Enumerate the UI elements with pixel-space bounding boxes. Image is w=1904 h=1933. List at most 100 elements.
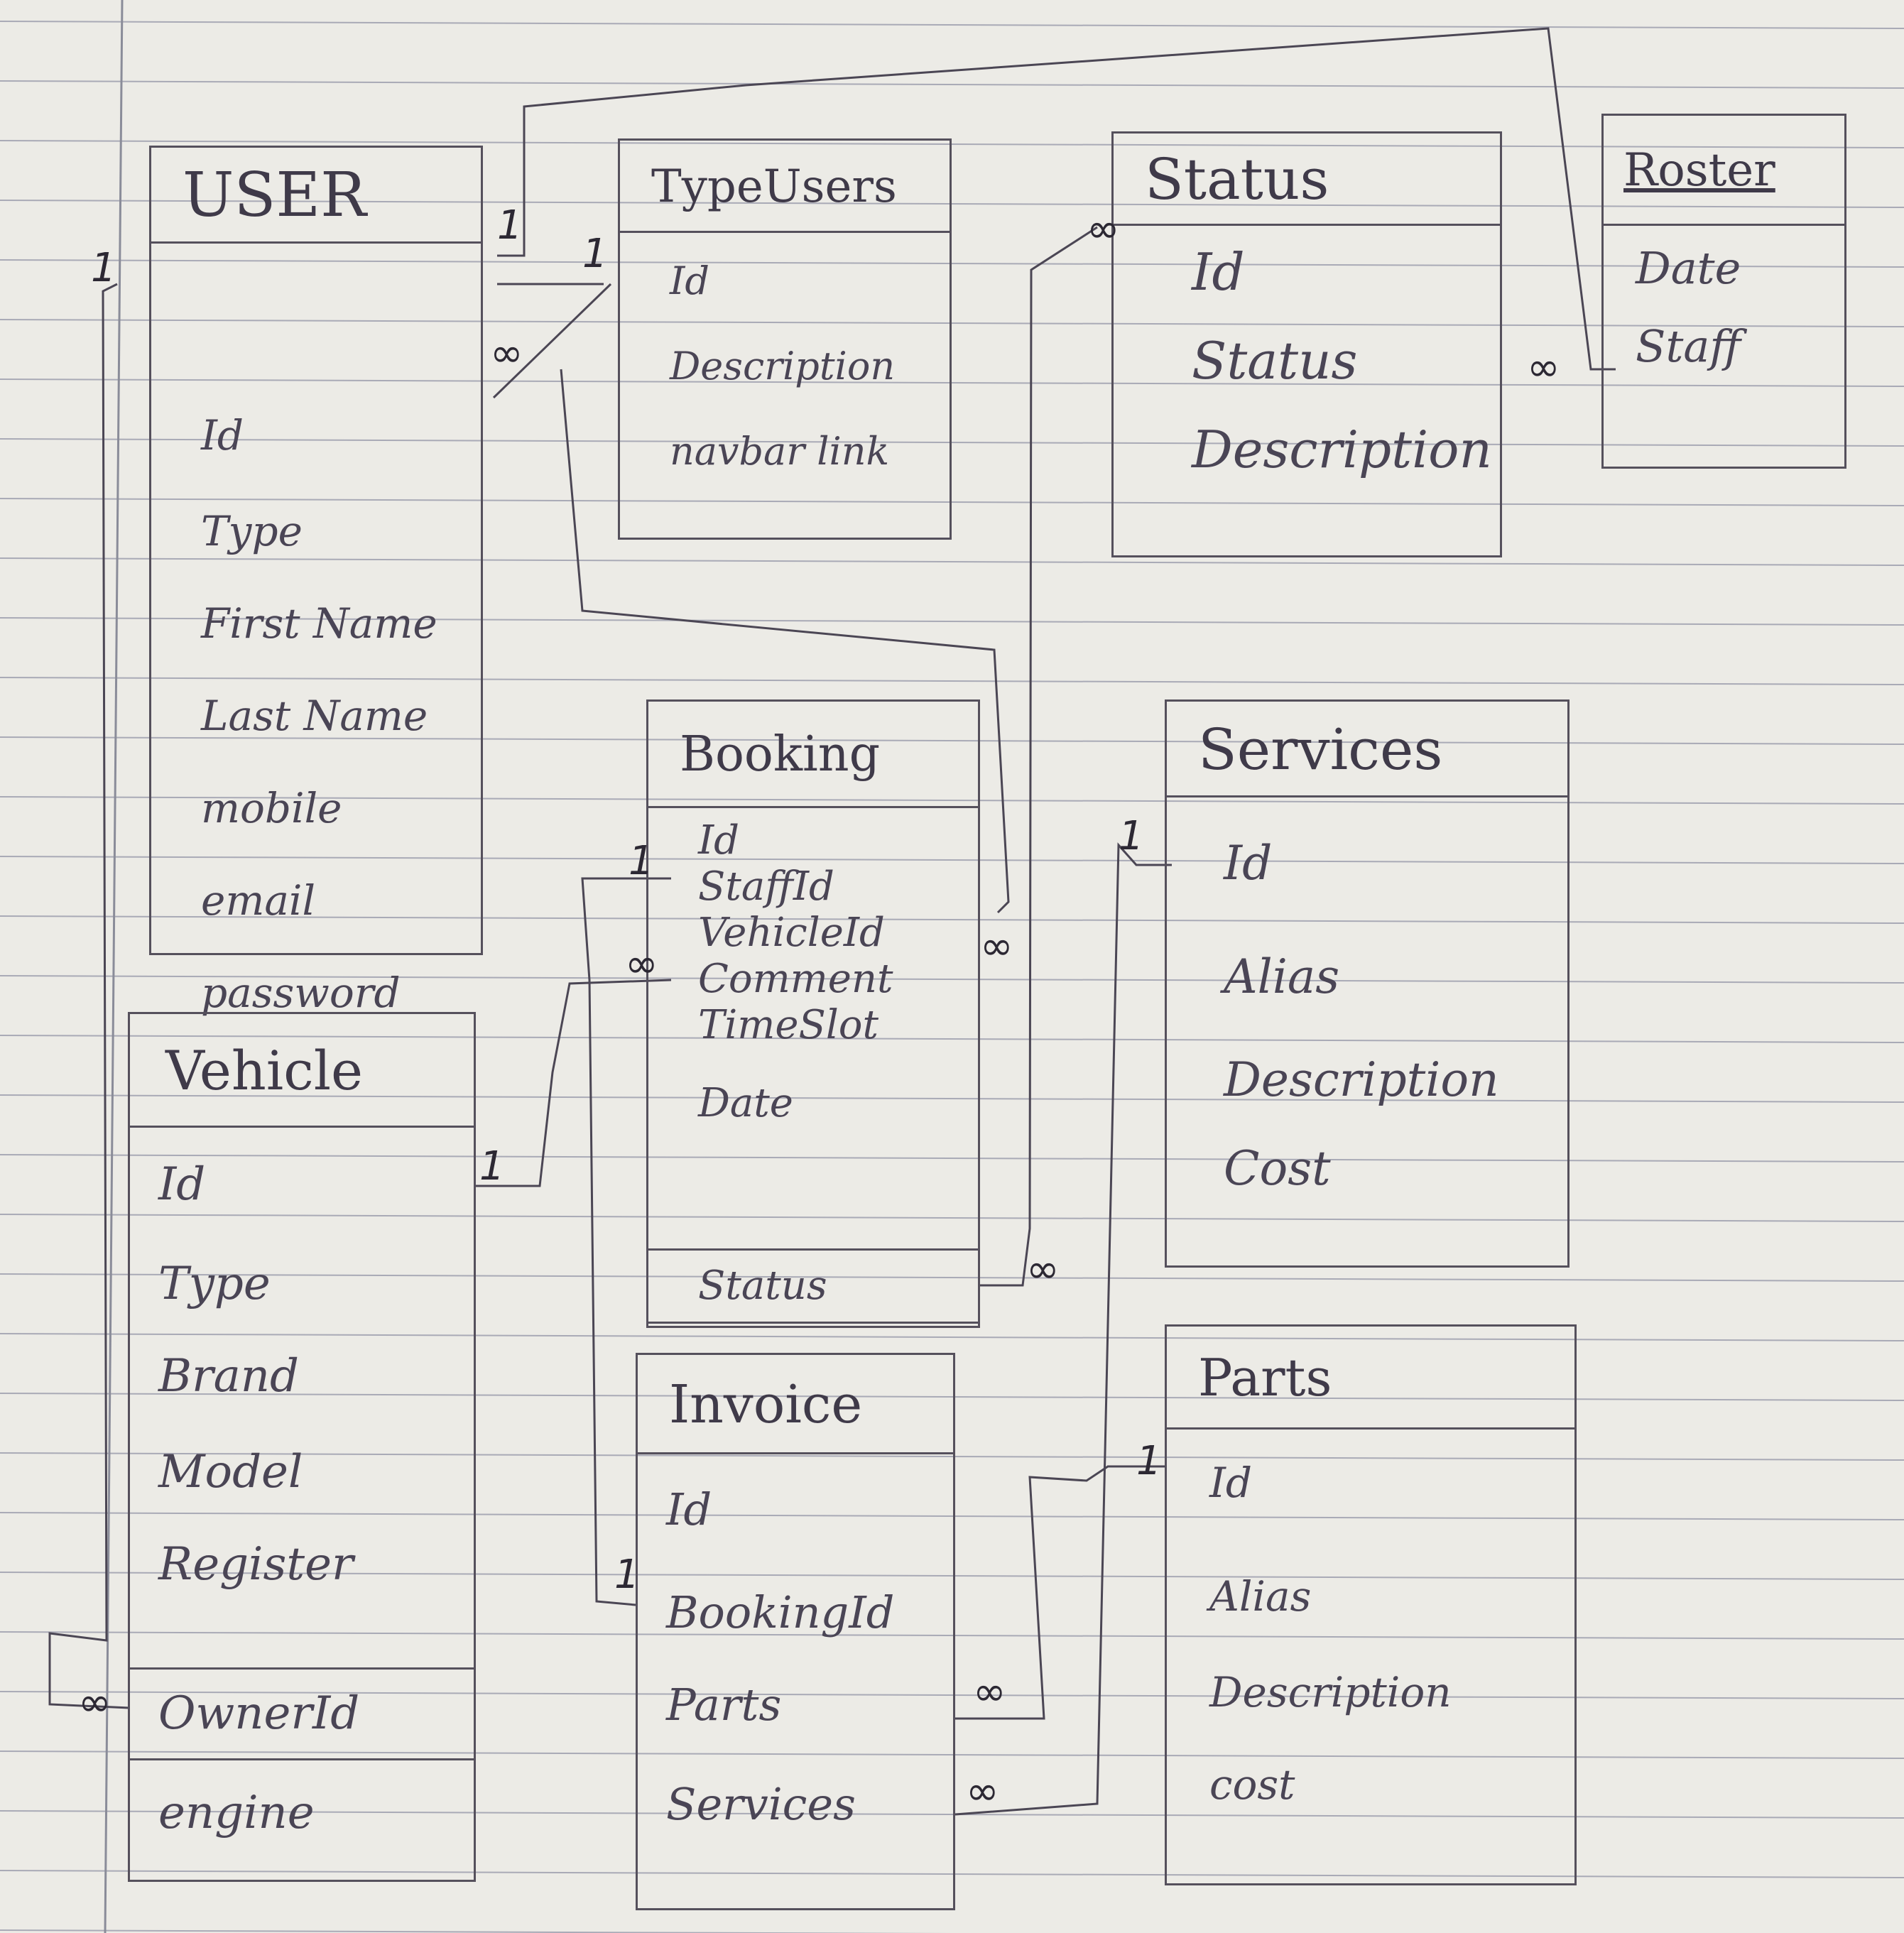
parts-field-cost: cost <box>1209 1760 1295 1809</box>
cardinality-invoice-services-many: ∞ <box>966 1768 999 1814</box>
ruled-line <box>0 319 1904 327</box>
ruled-line <box>0 80 1904 89</box>
user-field-password: password <box>201 969 401 1017</box>
cardinality-roster-many: ∞ <box>1527 344 1560 391</box>
user-field-email: email <box>201 876 316 925</box>
ruled-line <box>0 856 1904 864</box>
booking-field-id: Id <box>698 817 739 864</box>
ruled-line <box>0 1572 1904 1580</box>
services-field-alias: Alias <box>1224 949 1340 1004</box>
ruled-line <box>0 736 1904 745</box>
ruled-line <box>0 915 1904 924</box>
ruled-line <box>0 140 1904 148</box>
ruled-line <box>0 1393 1904 1401</box>
ruled-line <box>0 1273 1904 1282</box>
ruled-line <box>0 1094 1904 1103</box>
invoice-field-id: Id <box>666 1483 712 1535</box>
user-field-id: Id <box>201 411 244 459</box>
invoice-field-bookingid: BookingId <box>666 1586 895 1638</box>
ruled-line <box>0 1214 1904 1222</box>
user-entity-title: USER <box>151 148 481 244</box>
ruled-line <box>0 1512 1904 1520</box>
parts-field-id: Id <box>1209 1459 1253 1507</box>
ruled-line <box>0 617 1904 626</box>
ruled-line <box>0 796 1904 805</box>
cardinality-status-many: ∞ <box>1087 206 1120 252</box>
ruled-line <box>0 1035 1904 1043</box>
user-typeusers-crowfoot <box>492 283 612 399</box>
vehicle-field-brand: Brand <box>158 1350 299 1403</box>
status-field-id: Id <box>1192 242 1245 302</box>
invoice-entity-title: Invoice <box>638 1355 953 1454</box>
cardinality-services-one: 1 <box>1119 813 1144 859</box>
ruled-line <box>0 1750 1904 1759</box>
cardinality-user-many: ∞ <box>490 330 523 376</box>
typeusers-booking-link <box>560 369 1010 914</box>
ruled-line <box>0 557 1904 566</box>
booking-field-timeslot: TimeSlot <box>698 1002 878 1048</box>
status-field-description: Description <box>1192 420 1492 479</box>
typeusers-field-navbar-link: navbar link <box>670 429 890 474</box>
roster-field-staff: Staff <box>1636 320 1741 372</box>
ruled-line <box>0 1333 1904 1341</box>
relationship-lines <box>48 27 1616 1816</box>
user-vehicle-owner-link <box>48 283 130 1709</box>
booking-field-staffid: StaffId <box>698 864 834 910</box>
user-field-type: Type <box>201 507 303 555</box>
vehicle-booking-link <box>474 979 672 1187</box>
booking-field-status: Status <box>648 1248 978 1324</box>
services-field-description: Description <box>1224 1052 1499 1107</box>
user-field-first-name: First Name <box>201 599 437 648</box>
margin-line <box>104 0 124 1933</box>
status-field-status: Status <box>1192 331 1358 391</box>
cardinality-booking-vehicle-many: ∞ <box>625 941 658 987</box>
booking-invoice-link <box>581 877 671 1606</box>
cardinality-typeusers-one: 1 <box>582 231 608 277</box>
invoice-field-parts: Parts <box>666 1679 782 1731</box>
typeusers-field-description: Description <box>670 344 896 388</box>
ruled-line <box>0 379 1904 387</box>
vehicle-field-model: Model <box>158 1446 303 1498</box>
ruled-line <box>0 1691 1904 1699</box>
cardinality-user-left-one: 1 <box>91 245 116 291</box>
ruled-line <box>0 200 1904 208</box>
ruled-line <box>0 1929 952 1933</box>
cardinality-user-typeusers-one: 1 <box>497 202 523 249</box>
cardinality-invoice-parts-many: ∞ <box>973 1669 1006 1715</box>
roster-field-date: Date <box>1636 242 1741 294</box>
cardinality-vehicle-one: 1 <box>479 1143 505 1189</box>
parts-field-description: Description <box>1209 1668 1452 1716</box>
ruled-lines <box>0 21 1904 1933</box>
cardinality-booking-staff-many: ∞ <box>980 923 1013 969</box>
booking-field-date: Date <box>698 1080 793 1126</box>
invoice-services-link <box>954 842 1172 1816</box>
cardinality-parts-one: 1 <box>1136 1438 1162 1484</box>
status-entity-title: Status <box>1114 134 1500 226</box>
cardinality-invoice-booking-one: 1 <box>614 1552 640 1598</box>
ruled-line <box>0 498 1904 506</box>
ruled-line <box>0 975 1904 984</box>
parts-field-alias: Alias <box>1209 1572 1312 1621</box>
vehicle-field-register: Register <box>158 1538 354 1591</box>
ruled-line <box>0 1810 1904 1819</box>
ruled-line <box>0 259 1904 268</box>
user-field-last-name: Last Name <box>201 692 428 740</box>
booking-status-link <box>980 226 1098 1287</box>
vehicle-field-ownerid: OwnerId <box>130 1667 474 1760</box>
user-field-mobile: mobile <box>201 784 342 832</box>
services-field-cost: Cost <box>1224 1141 1331 1196</box>
cardinality-booking-status-many: ∞ <box>1026 1246 1060 1292</box>
cardinality-booking-id-one: 1 <box>629 838 654 884</box>
invoice-parts-link <box>955 1465 1165 1720</box>
ruled-line <box>0 1631 1904 1640</box>
